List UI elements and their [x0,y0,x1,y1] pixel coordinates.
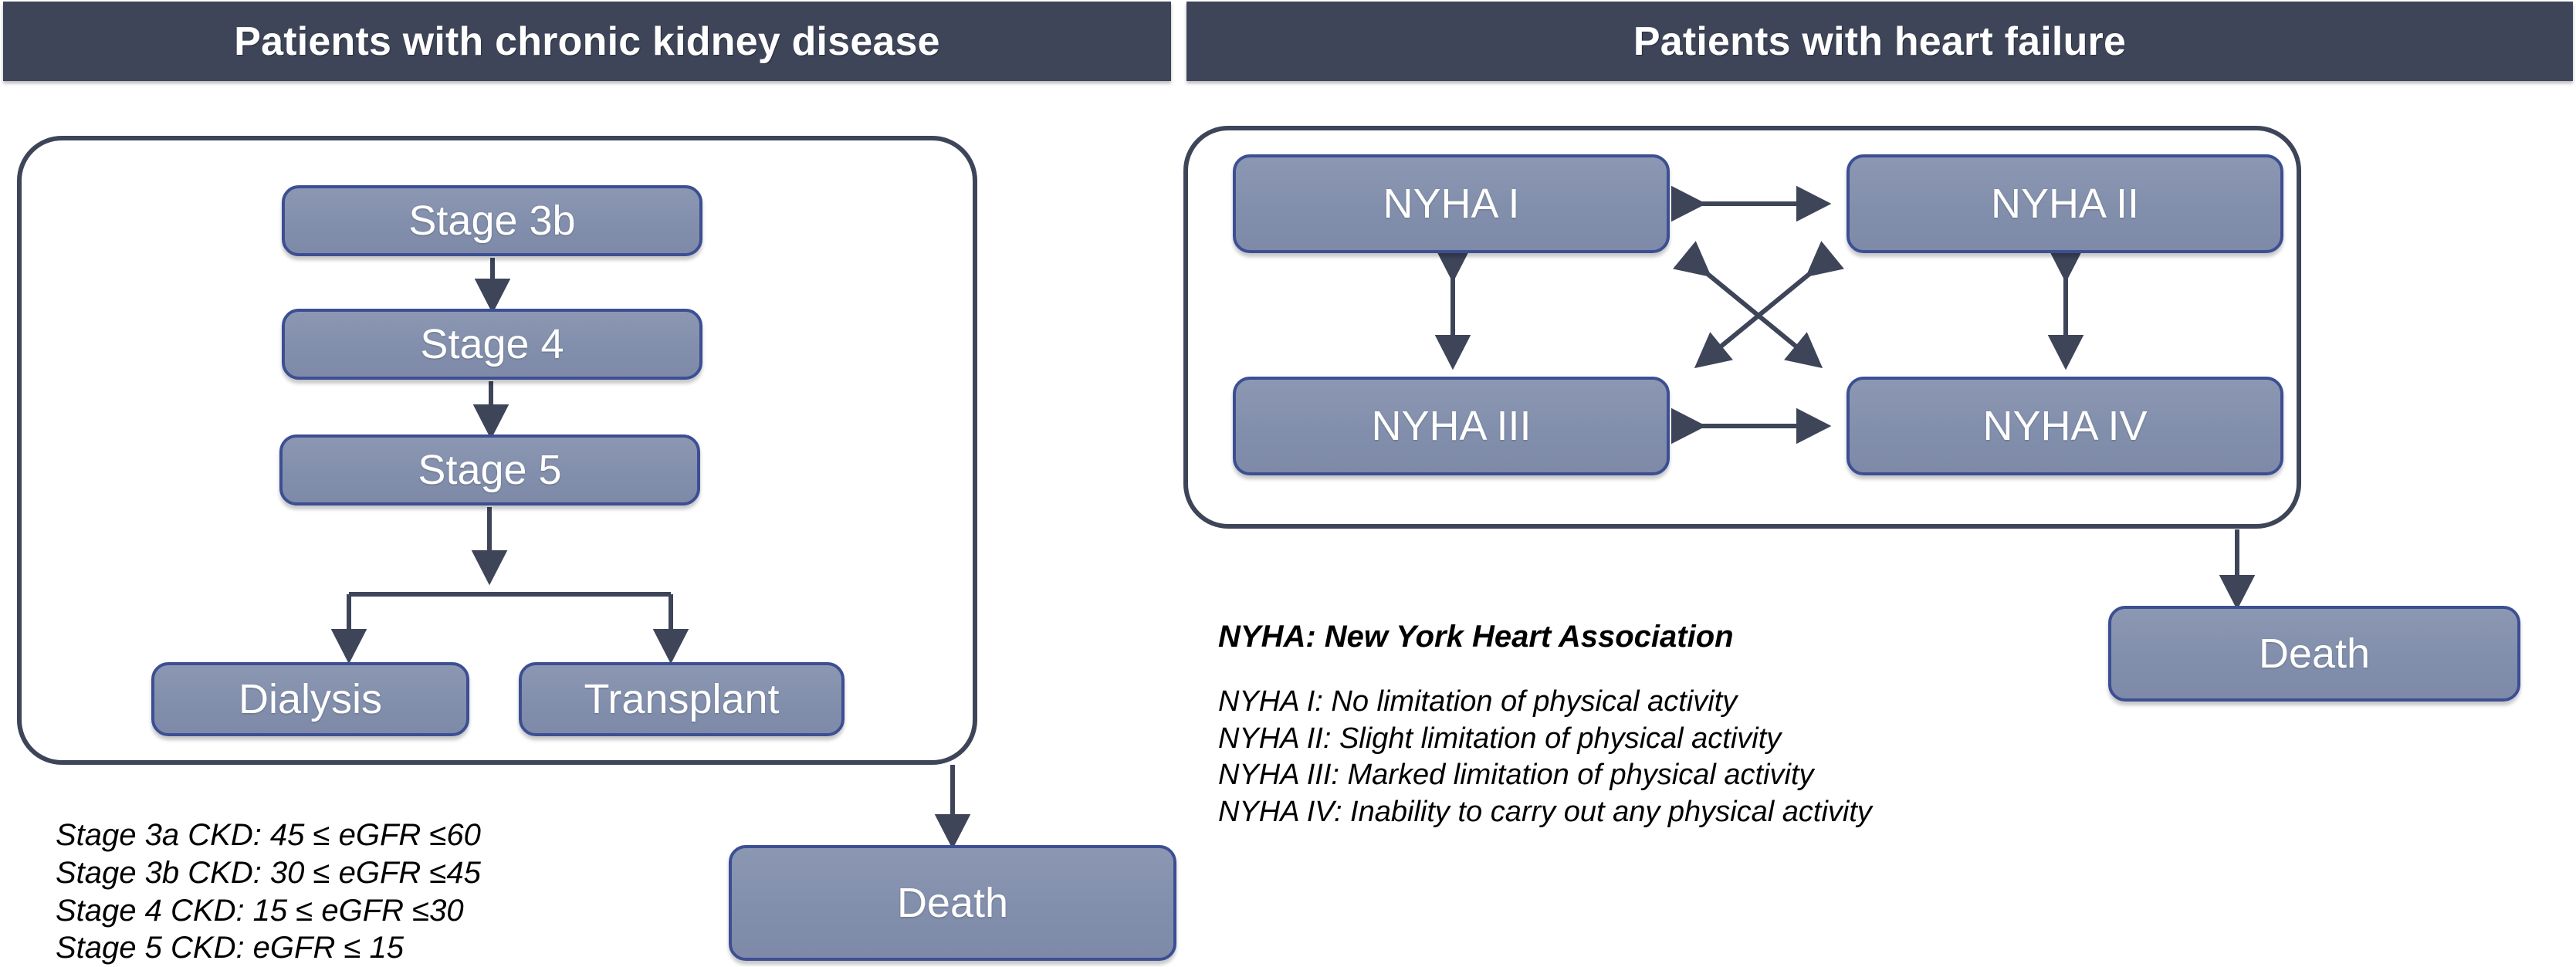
node-transplant-label: Transplant [584,676,780,722]
node-stage-5[interactable]: Stage 5 [279,434,700,505]
hf-legend-line: NYHA II: Slight limitation of physical a… [1218,722,1782,755]
hf-legend-line: NYHA I: No limitation of physical activi… [1218,685,1738,718]
node-dialysis-label: Dialysis [238,676,383,722]
node-stage-4-label: Stage 4 [420,321,564,367]
node-nyha-2[interactable]: NYHA II [1847,154,2283,253]
ckd-legend-line: Stage 4 CKD: 15 ≤ eGFR ≤30 [56,893,464,928]
node-nyha-4[interactable]: NYHA IV [1847,377,2283,475]
ckd-legend-line: Stage 3b CKD: 30 ≤ eGFR ≤45 [56,855,481,890]
node-death-hf[interactable]: Death [2108,606,2520,702]
hf-group-container [1183,126,2301,529]
node-nyha-3[interactable]: NYHA III [1233,377,1670,475]
ckd-legend-line: Stage 5 CKD: eGFR ≤ 15 [56,931,405,965]
node-death-ckd[interactable]: Death [729,845,1176,961]
ckd-panel-header: Patients with chronic kidney disease [3,2,1171,81]
node-stage-3b-label: Stage 3b [408,198,576,244]
ckd-legend: Stage 3a CKD: 45 ≤ eGFR ≤60 Stage 3b CKD… [56,817,481,967]
node-transplant[interactable]: Transplant [519,662,845,736]
hf-legend: NYHA: New York Heart Association NYHA I:… [1218,617,1872,830]
node-nyha-3-label: NYHA III [1371,403,1532,449]
hf-legend-line: NYHA III: Marked limitation of physical … [1218,759,1814,791]
node-death-hf-label: Death [2258,631,2371,677]
node-stage-3b[interactable]: Stage 3b [282,185,702,256]
node-nyha-2-label: NYHA II [1990,181,2140,227]
node-death-ckd-label: Death [896,880,1009,926]
node-stage-4[interactable]: Stage 4 [282,309,702,380]
hf-panel-header: Patients with heart failure [1186,2,2573,81]
node-nyha-1[interactable]: NYHA I [1233,154,1670,253]
ckd-header-title: Patients with chronic kidney disease [234,19,940,64]
hf-legend-title: NYHA: New York Heart Association [1218,620,1734,654]
node-nyha-1-label: NYHA I [1383,181,1520,227]
hf-legend-line: NYHA IV: Inability to carry out any phys… [1218,795,1872,828]
ckd-group-container [17,136,977,765]
node-stage-5-label: Stage 5 [418,447,562,493]
node-nyha-4-label: NYHA IV [1982,403,2148,449]
ckd-legend-line: Stage 3a CKD: 45 ≤ eGFR ≤60 [56,818,481,852]
hf-header-title: Patients with heart failure [1633,19,2127,64]
node-dialysis[interactable]: Dialysis [151,662,469,736]
